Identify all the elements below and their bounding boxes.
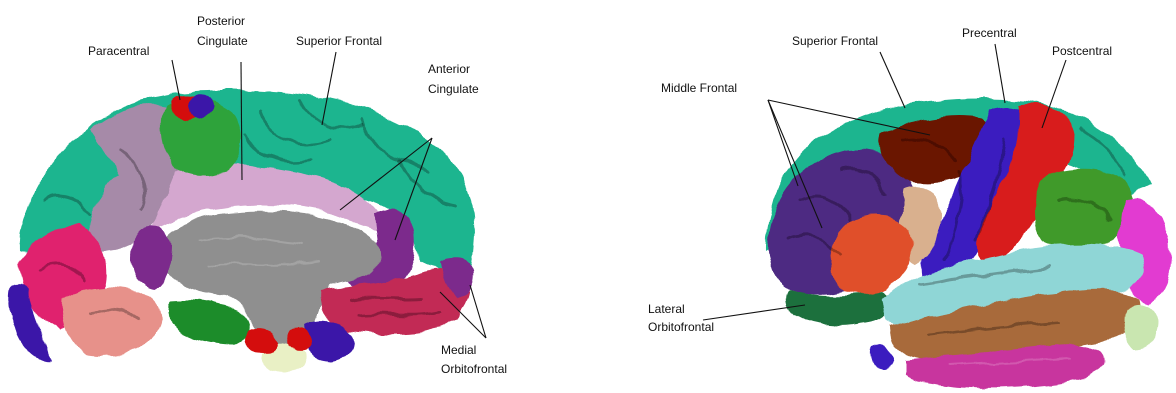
label-postcentral: Postcentral xyxy=(1052,44,1112,58)
label-superior-frontal-lateral: Superior Frontal xyxy=(792,34,878,48)
lateral-supramarginal-region xyxy=(1033,169,1134,249)
label-anterior-cingulate-line1: Anterior xyxy=(428,62,470,76)
lateral-orbitofrontal-region xyxy=(787,290,889,326)
label-middle-frontal: Middle Frontal xyxy=(661,81,737,95)
label-medial-orbitofrontal-line2: Orbitofrontal xyxy=(441,362,507,376)
label-posterior-cingulate-line1: Posterior xyxy=(197,14,245,28)
label-lateral-orbitofrontal-line2: Orbitofrontal xyxy=(648,320,714,334)
label-superior-frontal-medial: Superior Frontal xyxy=(296,34,382,48)
medial-subcallosal-region xyxy=(132,226,172,290)
label-medial-orbitofrontal-line1: Medial xyxy=(441,343,476,357)
label-anterior-cingulate-line2: Cingulate xyxy=(428,82,479,96)
label-lateral-orbitofrontal-line1: Lateral xyxy=(648,302,685,316)
medial-parahippocampal-region xyxy=(166,300,250,345)
lateral-view-brain xyxy=(765,98,1170,388)
label-posterior-cingulate-line2: Cingulate xyxy=(197,34,248,48)
label-paracentral: Paracentral xyxy=(88,44,149,58)
lateral-pars-triangularis-region xyxy=(831,215,912,295)
lateral-occipital-pale-region xyxy=(1123,305,1158,350)
label-precentral: Precentral xyxy=(962,26,1017,40)
lateral-temporal-pole-blue xyxy=(870,343,892,369)
medial-lingual-region xyxy=(62,287,162,356)
